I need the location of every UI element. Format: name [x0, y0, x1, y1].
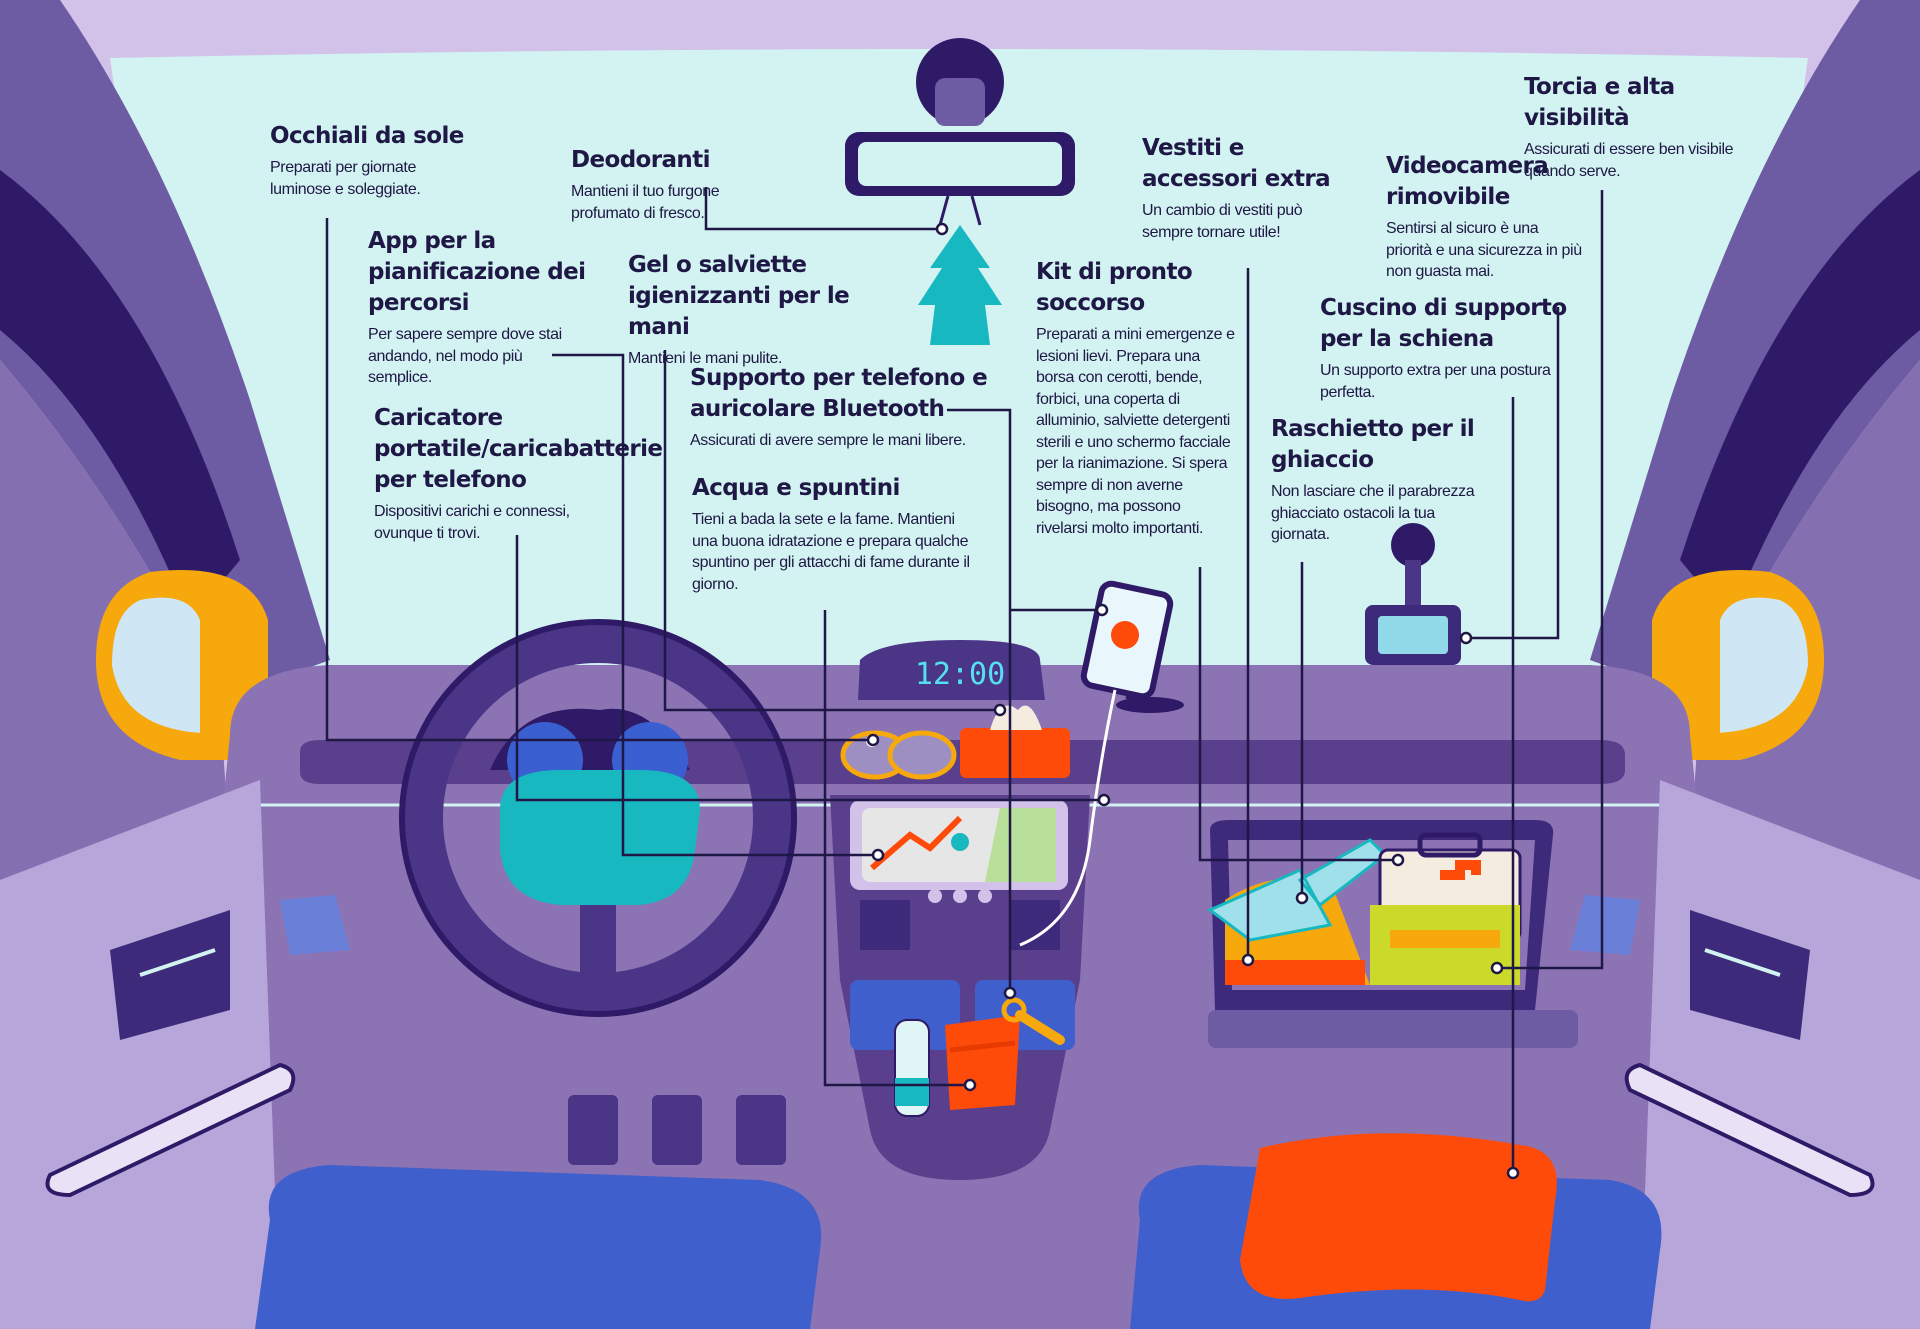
callout-description: Mantieni le mani pulite. [628, 350, 783, 367]
callout-description: Assicurati di avere sempre le mani liber… [690, 432, 966, 449]
door-left [0, 780, 296, 1329]
hi-vis-vest-icon [1370, 905, 1520, 985]
callout-description: Preparati a mini emergenze e lesioni lie… [1036, 326, 1235, 537]
rear-view-mirror [845, 38, 1075, 196]
callout-description: Tieni a bada la sete e la fame. Mantieni… [692, 511, 970, 593]
leader-dots [866, 222, 1520, 1180]
center-console [830, 795, 1090, 1180]
callout-title: Acqua e spuntini [692, 475, 900, 501]
leader-water-snacks [823, 610, 970, 1087]
air-vent-right [1570, 895, 1640, 955]
leader-phone-holder [947, 408, 1012, 993]
callout-title: Vestiti e accessori extra [1142, 135, 1331, 192]
callout-description: Un cambio di vestiti può sempre tornare … [1142, 202, 1303, 241]
callout-title: Caricatore portatile/caricabatterie per … [374, 405, 663, 493]
callout-title: Cuscino di supporto per la schiena [1320, 295, 1567, 352]
leader-dashcam [1466, 307, 1560, 640]
callout-spare-clothes: Vestiti e accessori extra Un cambio di v… [1142, 133, 1342, 243]
callout-first-aid: Kit di pronto soccorso Preparati a mini … [1036, 257, 1236, 539]
door-right [1624, 780, 1920, 1329]
leader-route-app [552, 353, 878, 857]
leader-deodorant [704, 187, 942, 231]
water-bottle-icon [894, 1019, 930, 1117]
callout-title: Occhiali da sole [270, 123, 464, 149]
callout-description: Assicurati di essere ben visibile quando… [1524, 141, 1734, 180]
air-freshener [918, 195, 1002, 345]
air-vent-left [280, 895, 350, 955]
seat-left [255, 1165, 822, 1329]
charging-cable [1019, 689, 1117, 947]
clock-housing [858, 640, 1045, 700]
car-keys-icon [1001, 997, 1065, 1045]
callout-hand-gel: Gel o salviette igienizzanti per le mani… [628, 250, 898, 370]
leader-sunglasses [325, 218, 873, 742]
dashcam-icon [1365, 523, 1461, 665]
callout-water-snacks: Acqua e spuntini Tieni a bada la sete e … [692, 473, 977, 595]
steering-wheel [399, 619, 797, 1017]
callout-dashcam: Videocamera rimovibile Sentirsi al sicur… [1386, 151, 1586, 283]
clock-display: 12:00 [915, 657, 1005, 692]
callout-description: Mantieni il tuo furgone profumato di fre… [571, 183, 720, 222]
callout-description: Non lasciare che il parabrezza ghiacciat… [1271, 483, 1475, 543]
callout-deodorant: Deodoranti Mantieni il tuo furgone profu… [571, 145, 746, 224]
callout-back-cushion: Cuscino di supporto per la schiena Un su… [1320, 293, 1570, 403]
callout-description: Per sapere sempre dove stai andando, nel… [368, 326, 562, 386]
callout-phone-holder: Supporto per telefono e auricolare Bluet… [690, 363, 1000, 452]
leader-lines [325, 187, 1604, 1173]
callout-title: Deodoranti [571, 147, 710, 173]
side-mirror-left [96, 570, 268, 760]
snack-bag-icon [945, 1015, 1020, 1110]
leader-torch [1497, 190, 1604, 970]
callout-title: Raschietto per il ghiaccio [1271, 416, 1475, 473]
callout-title: Videocamera rimovibile [1386, 153, 1549, 210]
callout-description: Un supporto extra per una postura perfet… [1320, 362, 1551, 401]
callout-ice-scraper: Raschietto per il ghiaccio Non lasciare … [1271, 414, 1481, 546]
callout-title: Gel o salviette igienizzanti per le mani [628, 252, 850, 340]
callout-sunglasses: Occhiali da sole Preparati per giornate … [270, 121, 470, 200]
callout-charger: Caricatore portatile/caricabatterie per … [374, 403, 663, 544]
callout-description: Dispositivi carichi e connessi, ovunque … [374, 503, 570, 542]
pedals [568, 1095, 786, 1165]
callout-title: Torcia e alta visibilità [1524, 74, 1675, 131]
lumbar-cushion-icon [1240, 1133, 1557, 1302]
leader-charger [515, 535, 1104, 802]
callout-torch: Torcia e alta visibilità Assicurati di e… [1524, 72, 1784, 182]
callout-description: Sentirsi al sicuro è una priorità e una … [1386, 220, 1582, 280]
callout-title: App per la pianificazione dei percorsi [368, 228, 586, 316]
callout-route-app: App per la pianificazione dei percorsi P… [368, 226, 588, 389]
leader-first-aid [1198, 567, 1398, 862]
side-mirror-right [1652, 570, 1824, 760]
callout-title: Supporto per telefono e auricolare Bluet… [690, 365, 988, 422]
leader-hand-gel [663, 350, 1000, 712]
callout-description: Preparati per giornate luminose e solegg… [270, 159, 421, 198]
windshield [110, 49, 1808, 710]
callout-title: Kit di pronto soccorso [1036, 259, 1193, 316]
